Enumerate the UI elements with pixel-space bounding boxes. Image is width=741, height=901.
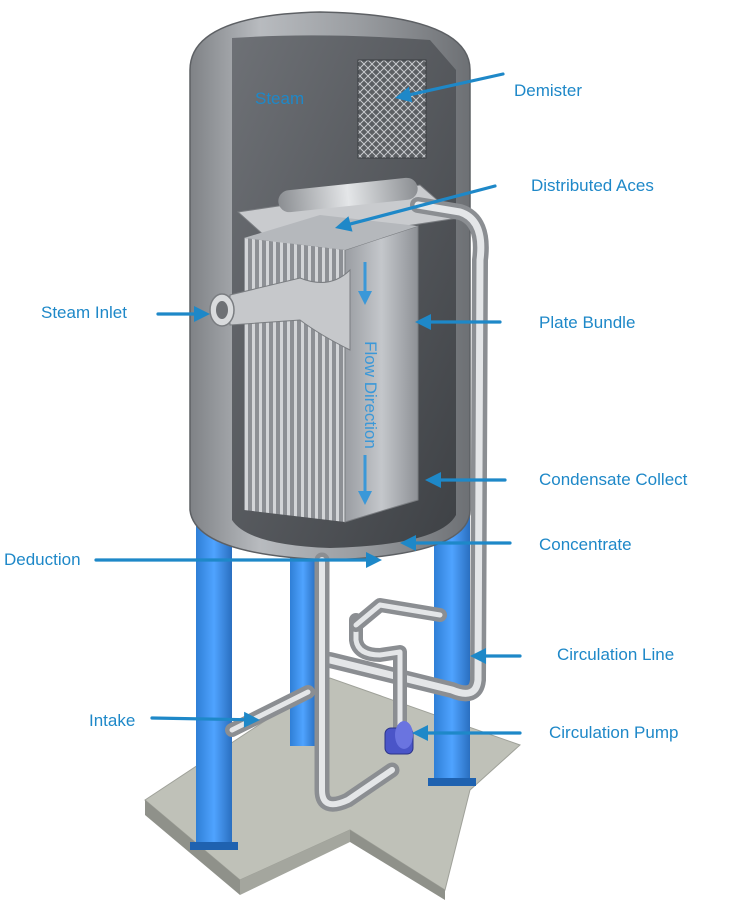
steam-inlet-arrow xyxy=(156,306,210,322)
steam-label: Steam xyxy=(255,89,305,108)
circulation-pump-arrow xyxy=(412,725,522,741)
plate-bundle-arrow xyxy=(415,314,502,330)
circulation-line-arrow xyxy=(470,648,522,664)
circulation-pump-label: Circulation Pump xyxy=(549,723,679,742)
circulation-piping xyxy=(225,197,489,812)
condensate-collect-arrow xyxy=(425,472,507,488)
steam-inlet-nozzle xyxy=(209,268,351,351)
intake-label: Intake xyxy=(89,711,136,730)
deduction-label: Deduction xyxy=(4,550,81,569)
circulation-line-label: Circulation Line xyxy=(557,645,675,664)
flow-direction-arrow xyxy=(358,262,372,305)
circulation-pump-body xyxy=(384,721,414,755)
concentrate-label: Concentrate xyxy=(539,535,632,554)
intake-arrow xyxy=(150,711,260,728)
condensate-collect-label: Condensate Collect xyxy=(539,470,688,489)
flow-direction-arrow xyxy=(358,455,372,505)
steam-inlet-label: Steam Inlet xyxy=(41,303,127,322)
distributed-aces-arrow xyxy=(335,184,497,232)
demister-label: Demister xyxy=(514,81,583,100)
demister-arrow xyxy=(395,72,505,103)
demister-mesh xyxy=(357,59,427,159)
deduction-arrow xyxy=(94,552,382,568)
plate-bundle-label: Plate Bundle xyxy=(539,313,636,332)
distributed-aces-label: Distributed Aces xyxy=(531,176,654,195)
concentrate-arrow xyxy=(400,535,512,551)
